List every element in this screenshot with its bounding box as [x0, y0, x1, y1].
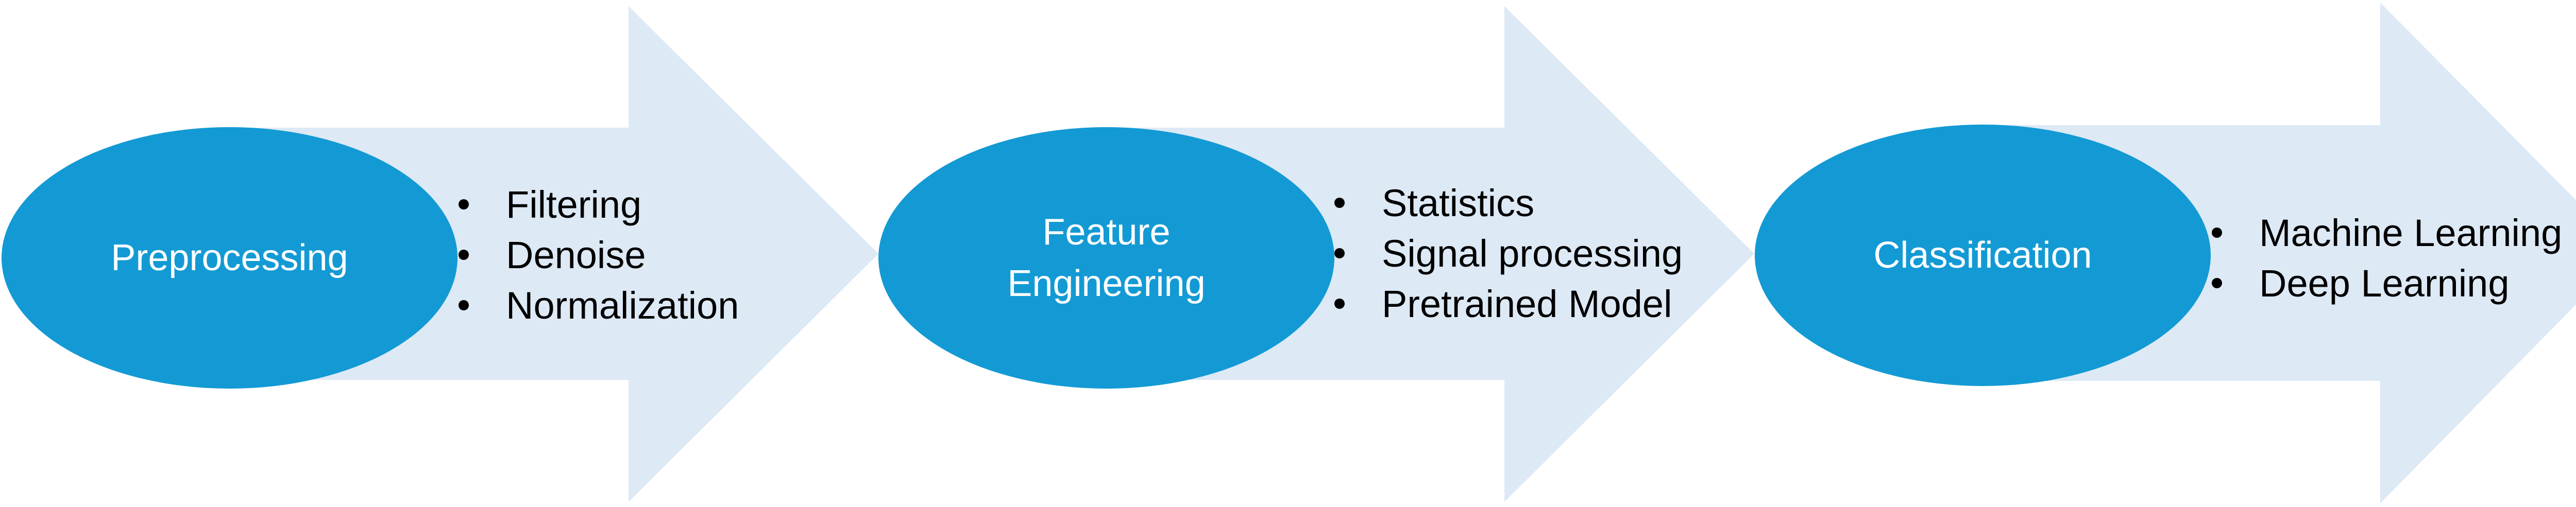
- stage-preprocessing: Preprocessing Filtering Denoise Normaliz…: [0, 0, 881, 507]
- list-item: Denoise: [459, 230, 739, 280]
- stage-feature-engineering: Feature Engineering Statistics Signal pr…: [876, 0, 1757, 507]
- bullet-icon: [459, 300, 469, 310]
- list-item: Pretrained Model: [1334, 278, 1683, 329]
- stage-arrow: [1978, 3, 2576, 503]
- bullet-icon: [1334, 248, 1345, 258]
- stage-title: Preprocessing: [111, 237, 348, 278]
- stage-classification: Classification Machine Learning Deep Lea…: [1752, 0, 2576, 507]
- list-item: Normalization: [459, 280, 739, 330]
- stage-arrow: [1103, 6, 1754, 502]
- stage-arrow: [227, 6, 878, 502]
- stage-title: Feature Engineering: [1007, 212, 1206, 304]
- bullet-label: Machine Learning: [2259, 211, 2563, 254]
- bullet-icon: [2212, 278, 2222, 288]
- stage-bullet-list: Statistics Signal processing Pretrained …: [1334, 178, 1683, 329]
- stage-bullet-list: Filtering Denoise Normalization: [459, 179, 739, 330]
- stage-ellipse: Feature Engineering: [878, 127, 1334, 389]
- bullet-icon: [1334, 198, 1345, 208]
- bullet-label: Denoise: [506, 233, 646, 276]
- bullet-label: Filtering: [506, 183, 642, 226]
- stage-title: Classification: [1873, 235, 2092, 276]
- bullet-label: Normalization: [506, 284, 739, 327]
- list-item: Signal processing: [1334, 228, 1683, 278]
- list-item: Statistics: [1334, 178, 1683, 228]
- list-item: Filtering: [459, 179, 739, 230]
- bullet-label: Signal processing: [1382, 232, 1683, 275]
- stage-ellipse: Classification: [1755, 125, 2211, 386]
- bullet-label: Deep Learning: [2259, 261, 2510, 305]
- bullet-icon: [459, 199, 469, 209]
- list-item: Machine Learning: [2212, 207, 2562, 258]
- bullet-label: Statistics: [1382, 181, 1535, 224]
- bullet-icon: [1334, 299, 1345, 309]
- list-item: Deep Learning: [2212, 258, 2562, 308]
- bullet-label: Pretrained Model: [1382, 282, 1672, 325]
- bullet-icon: [459, 250, 469, 260]
- stage-bullet-list: Machine Learning Deep Learning: [2212, 207, 2562, 308]
- stage-ellipse: Preprocessing: [2, 127, 457, 389]
- bullet-icon: [2212, 228, 2222, 238]
